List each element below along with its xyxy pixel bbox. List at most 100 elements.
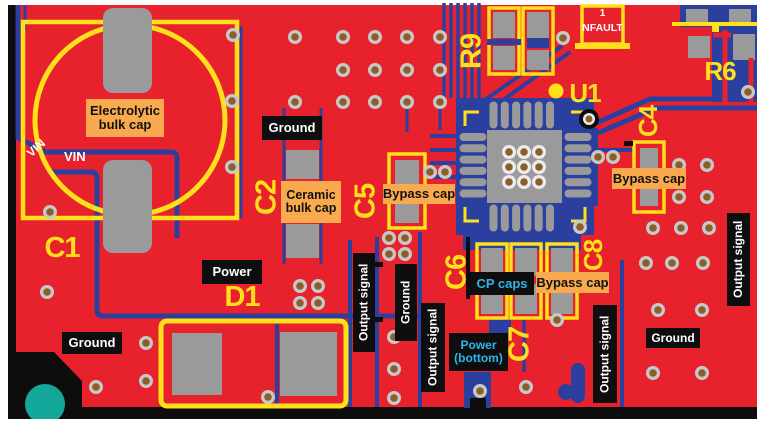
via-hole (403, 98, 411, 106)
via-hole (609, 153, 617, 161)
via-hole (520, 163, 528, 171)
u1-pin (564, 189, 592, 198)
vin-trace-b (48, 169, 425, 319)
label-ground-vertical: Ground (395, 264, 417, 341)
via-hole (228, 97, 236, 105)
label-output-signal-4: Output signal (727, 213, 750, 306)
label-line: bulk cap (285, 201, 337, 215)
u1-pin (564, 133, 592, 141)
via-hole (296, 299, 304, 307)
via-hole (385, 250, 393, 258)
via-hole (339, 66, 347, 74)
label-line: (bottom) (454, 351, 503, 365)
label-bypass-cap-c5: Bypass cap (383, 184, 455, 204)
label-ceramic-bulk-cap: Ceramic bulk cap (281, 181, 341, 223)
u1-pin (459, 133, 487, 141)
via-hole (371, 98, 379, 106)
via-hole (476, 387, 484, 395)
label-cp-caps: CP caps (470, 272, 534, 295)
via-hole (436, 66, 444, 74)
via-hole (675, 161, 683, 169)
electrolytic-cap-footprint (20, 8, 240, 253)
via-hole (505, 178, 513, 186)
via-hole (535, 178, 543, 186)
u1-pin (500, 204, 509, 232)
label-output-signal-3: Output signal (593, 305, 617, 403)
u1-pin (500, 101, 509, 129)
electrolytic-pad-bottom (103, 160, 152, 253)
via-hole (142, 377, 150, 385)
via-hole (291, 33, 299, 41)
via-hole (698, 369, 706, 377)
via-hole (505, 163, 513, 171)
via-hole (553, 316, 561, 324)
u1-pin (564, 178, 592, 187)
via-hole (401, 250, 409, 258)
via-hole (436, 33, 444, 41)
refdes-c5: C5 (349, 183, 382, 219)
label-line: bulk cap (98, 117, 152, 132)
u1-pin (459, 189, 487, 198)
u1-pin (459, 155, 487, 164)
label-bypass-cap-c4: Bypass cap (612, 168, 686, 189)
via-hole (371, 66, 379, 74)
refdes-c4: C4 (633, 105, 663, 137)
label-ground-bottom-right: Ground (646, 328, 700, 348)
via-layer (40, 28, 755, 405)
via-hole (522, 383, 530, 391)
refdes-r9: R9 (455, 33, 488, 69)
refdes-c8: C8 (578, 239, 608, 271)
via-hole (744, 88, 752, 96)
u1-pin (534, 204, 543, 232)
c2-footprint (286, 150, 319, 258)
u1-pin (512, 101, 521, 129)
mounting-hole-teal (25, 384, 65, 419)
via-hole (339, 33, 347, 41)
via-hole (264, 393, 272, 401)
nfault-testpoint (575, 4, 630, 49)
label-power: Power (202, 260, 262, 284)
u1-pin (534, 101, 543, 129)
signal-bundle-traces (442, 3, 481, 98)
net-vin: VIN (64, 149, 86, 164)
board-edge-bottom (8, 407, 757, 419)
board-edge-left (8, 5, 16, 419)
via-hole (390, 394, 398, 402)
label-ground-top: Ground (262, 116, 322, 140)
vin-trace-a (15, 5, 180, 238)
via-hole (436, 98, 444, 106)
via-hole (642, 259, 650, 267)
via-hole (43, 288, 51, 296)
via-hole (291, 98, 299, 106)
via-hole (559, 34, 567, 42)
refdes-r6: R6 (704, 56, 736, 86)
via-hole (92, 383, 100, 391)
via-hole (576, 223, 584, 231)
refdes-c6: C6 (440, 254, 473, 290)
u1-pin (564, 155, 592, 164)
via-hole (594, 153, 602, 161)
label-power-bottom: Power (bottom) (449, 333, 508, 371)
via-hole (520, 178, 528, 186)
via-hole (703, 193, 711, 201)
label-line: Power (460, 338, 497, 353)
label-output-signal-2: Output signal (421, 303, 445, 392)
via-hole (390, 365, 398, 373)
via-hole (314, 282, 322, 290)
u1-pin (459, 178, 487, 187)
u1-pin (564, 144, 592, 153)
refdes-c7: C7 (503, 326, 536, 362)
label-line: Electrolytic (89, 103, 161, 119)
via-hole (441, 168, 449, 176)
label-ground-bottom-left: Ground (62, 332, 122, 354)
via-hole (705, 224, 713, 232)
u1-pin (523, 204, 532, 232)
u1-pin (523, 101, 532, 129)
u1-pin (546, 204, 554, 232)
via-hole (668, 259, 676, 267)
via-hole (703, 161, 711, 169)
via-hole (296, 282, 304, 290)
u1-pin (489, 101, 498, 129)
via-hole (698, 306, 706, 314)
